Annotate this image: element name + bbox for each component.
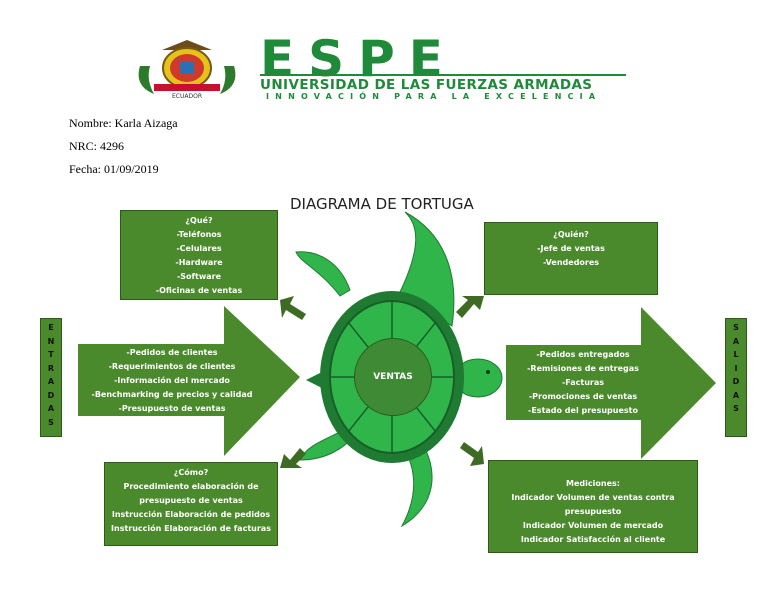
entradas-item: -Requerimientos de clientes	[108, 362, 236, 371]
entradas-letter: R	[47, 363, 55, 373]
que-item: -Celulares	[176, 244, 222, 253]
salidas-letter: I	[734, 363, 738, 373]
ecuador-seal-icon: ECUADOR	[138, 40, 236, 100]
entradas-letter: N	[47, 336, 55, 346]
como-arrow-icon	[280, 448, 306, 468]
entradas-item: -Pedidos de clientes	[126, 348, 218, 357]
mediciones-item: Indicador Satisfacción al cliente	[520, 535, 666, 544]
salidas-letter: A	[732, 336, 740, 346]
student-date: Fecha: 01/09/2019	[69, 162, 159, 176]
student-name: Nombre: Karla Aizaga	[69, 116, 178, 130]
process-name: VENTAS	[373, 372, 413, 382]
turtle-front-left-flipper-icon	[295, 251, 351, 297]
entradas-letter: T	[48, 350, 54, 359]
university-motto: INNOVACIÓN PARA LA EXCELENCIA	[266, 92, 602, 101]
process-center-circle: VENTAS	[354, 338, 432, 416]
salidas-arrow	[506, 307, 716, 459]
mediciones-item: Indicador Volumen de ventas contra	[511, 493, 675, 502]
quien-heading: ¿Quién?	[553, 230, 589, 239]
salidas-item: -Estado del presupuesto	[528, 406, 638, 415]
entradas-letter: A	[47, 377, 55, 386]
quien-item: -Vendedores	[542, 258, 600, 267]
university-name: UNIVERSIDAD DE LAS FUERZAS ARMADAS	[260, 77, 593, 93]
como-item: Instrucción Elaboración de facturas	[111, 524, 271, 533]
como-item: presupuesto de ventas	[139, 496, 243, 505]
que-heading: ¿Qué?	[185, 216, 213, 225]
entradas-list: -Pedidos de clientes -Requerimientos de …	[82, 346, 262, 416]
entradas-item: -Presupuesto de ventas	[118, 404, 226, 413]
salidas-letter: S	[733, 404, 739, 413]
entradas-letter: E	[48, 323, 54, 332]
entradas-letter: D	[47, 390, 55, 400]
turtle-rear-right-flipper-icon	[400, 439, 433, 528]
salidas-item: -Pedidos entregados	[536, 350, 630, 359]
salidas-letter: A	[732, 390, 740, 400]
salidas-item: -Facturas	[561, 378, 605, 387]
entradas-arrow	[78, 306, 300, 456]
que-box: ¿Qué? -Teléfonos -Celulares -Hardware -S…	[120, 210, 278, 300]
svg-text:ECUADOR: ECUADOR	[172, 93, 202, 100]
mediciones-item: presupuesto	[564, 507, 622, 516]
salidas-letter: L	[733, 350, 739, 359]
que-item: -Software	[176, 272, 222, 281]
mediciones-box: Mediciones: Indicador Volumen de ventas …	[488, 460, 698, 553]
quien-arrow-icon	[456, 296, 484, 318]
salidas-letter: S	[733, 323, 739, 332]
salidas-letter: D	[732, 377, 740, 386]
que-item: -Hardware	[175, 258, 223, 267]
quien-box: ¿Quién? -Jefe de ventas -Vendedores	[484, 222, 658, 295]
salidas-label: S A L I D A S	[725, 318, 747, 437]
mediciones-item: Indicador Volumen de mercado	[522, 521, 664, 530]
entradas-item: -Benchmarking de precios y calidad	[91, 390, 253, 399]
logo-divider	[260, 74, 626, 76]
como-heading: ¿Cómo?	[173, 468, 209, 477]
como-item: Instrucción Elaboración de pedidos	[111, 510, 271, 519]
salidas-list: -Pedidos entregados -Remisiones de entre…	[508, 348, 658, 418]
diagram-title: DIAGRAMA DE TORTUGA	[290, 195, 474, 213]
salidas-item: -Promociones de ventas	[528, 392, 638, 401]
que-item: -Teléfonos	[176, 230, 222, 239]
entradas-item: -Información del mercado	[114, 376, 230, 385]
que-arrow-icon	[280, 296, 306, 320]
student-nrc: NRC: 4296	[69, 139, 125, 153]
mediciones-heading: Mediciones:	[566, 479, 620, 488]
entradas-label: E N T R A D A S	[40, 318, 62, 437]
mediciones-arrow-icon	[460, 442, 484, 466]
quien-item: -Jefe de ventas	[537, 244, 605, 253]
salidas-item: -Remisiones de entregas	[527, 364, 639, 373]
como-box: ¿Cómo? Procedimiento elaboración de pres…	[104, 462, 278, 546]
como-item: Procedimiento elaboración de	[123, 482, 259, 491]
entradas-letter: S	[48, 417, 54, 427]
university-logo-header: ECUADOR ESPE UNIVERSIDAD DE LAS FUERZAS …	[128, 34, 628, 102]
que-item: -Oficinas de ventas	[155, 286, 243, 295]
entradas-letter: A	[47, 404, 55, 413]
